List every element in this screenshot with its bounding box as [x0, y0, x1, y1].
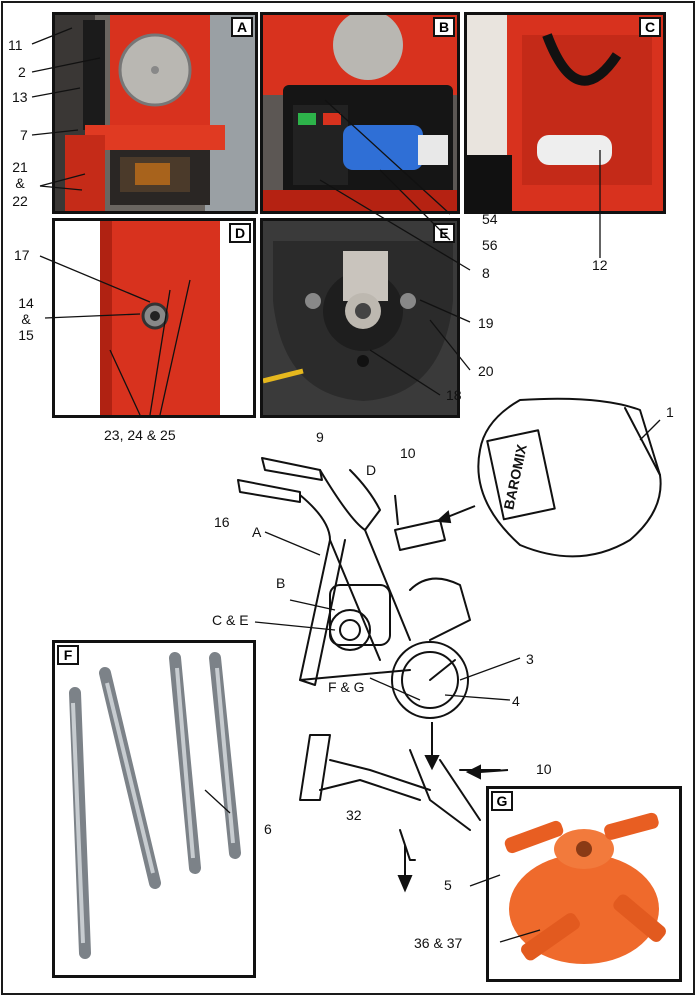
callout-4: 4	[512, 693, 520, 709]
callout-6: 6	[264, 821, 272, 837]
callout-10-top: 10	[400, 445, 416, 461]
callout-8: 8	[482, 265, 490, 281]
callout-3: 3	[526, 651, 534, 667]
callout-36-37: 36 & 37	[414, 935, 463, 951]
photo-panel-e: E	[260, 218, 460, 418]
capacitor-photo	[467, 15, 663, 211]
photo-panel-b: B	[260, 12, 460, 214]
callout-16: 16	[214, 514, 230, 530]
callout-54: 54	[482, 211, 498, 227]
photo-panel-a: A	[52, 12, 258, 214]
callout-21: 21	[12, 159, 28, 175]
panel-g-tag: G	[491, 791, 513, 811]
callout-b-diagram: B	[276, 575, 286, 591]
callout-d-diagram: D	[366, 462, 377, 478]
panel-f-tag: F	[57, 645, 79, 665]
callout-7: 7	[20, 127, 28, 143]
callout-19: 19	[478, 315, 494, 331]
callout-2: 2	[18, 64, 26, 80]
callout-20: 20	[478, 363, 494, 379]
callout-1: 1	[666, 404, 674, 420]
paddle-arms-photo	[55, 643, 253, 975]
panel-c-tag: C	[639, 17, 661, 37]
panel-e-tag: E	[433, 223, 455, 243]
callout-5: 5	[444, 877, 452, 893]
callout-17: 17	[14, 247, 30, 263]
drum-flange-photo	[263, 221, 457, 415]
callout-23-24-25: 23, 24 & 25	[104, 427, 176, 443]
panel-a-tag: A	[231, 17, 253, 37]
photo-panel-f: F	[52, 640, 256, 978]
switch-plug-photo	[263, 15, 457, 211]
callout-13: 13	[12, 89, 28, 105]
panel-d-tag: D	[229, 223, 251, 243]
callout-21-amp: &	[15, 175, 25, 191]
callout-56: 56	[482, 237, 498, 253]
photo-panel-c: C	[464, 12, 666, 214]
callout-15: 15	[18, 327, 34, 343]
photo-panel-d: D	[52, 218, 256, 418]
callout-c-e-diagram: C & E	[212, 612, 249, 628]
callout-18: 18	[446, 387, 462, 403]
photo-panel-g: G	[486, 786, 682, 982]
callout-22: 22	[12, 193, 28, 209]
callout-9: 9	[316, 429, 324, 445]
callout-a-diagram: A	[252, 524, 262, 540]
callout-10-bottom: 10	[536, 761, 552, 777]
panel-b-tag: B	[433, 17, 455, 37]
axle-stub-photo	[55, 221, 253, 415]
frame-motor-photo	[55, 15, 255, 211]
callout-12: 12	[592, 257, 608, 273]
callout-14: 14	[18, 295, 34, 311]
callout-f-g-diagram: F & G	[328, 679, 365, 695]
callout-14-amp: &	[21, 311, 31, 327]
drum-hub-photo	[489, 789, 679, 979]
callout-32: 32	[346, 807, 362, 823]
callout-11: 11	[8, 37, 23, 53]
